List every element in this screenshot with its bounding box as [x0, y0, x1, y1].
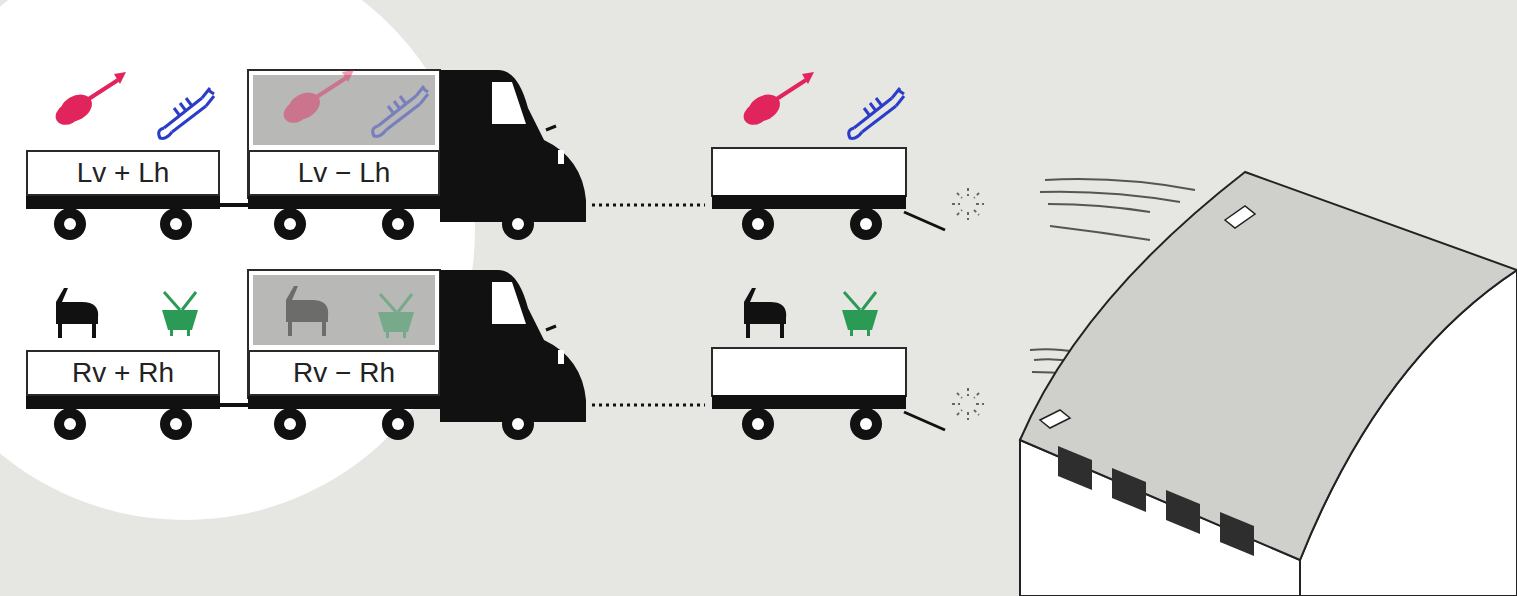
- trailer-label-box: Lv − Lh: [248, 150, 440, 196]
- channel-label: Rv − Rh: [293, 359, 395, 387]
- channel-label: Rv + Rh: [72, 359, 174, 387]
- trailer-label-box: Rv + Rh: [26, 350, 220, 396]
- trailer-label-box: Rv − Rh: [248, 350, 440, 396]
- channel-label: Lv + Lh: [77, 159, 170, 187]
- channel-label: Lv − Lh: [298, 159, 391, 187]
- trailer-label-box: Lv + Lh: [26, 150, 220, 196]
